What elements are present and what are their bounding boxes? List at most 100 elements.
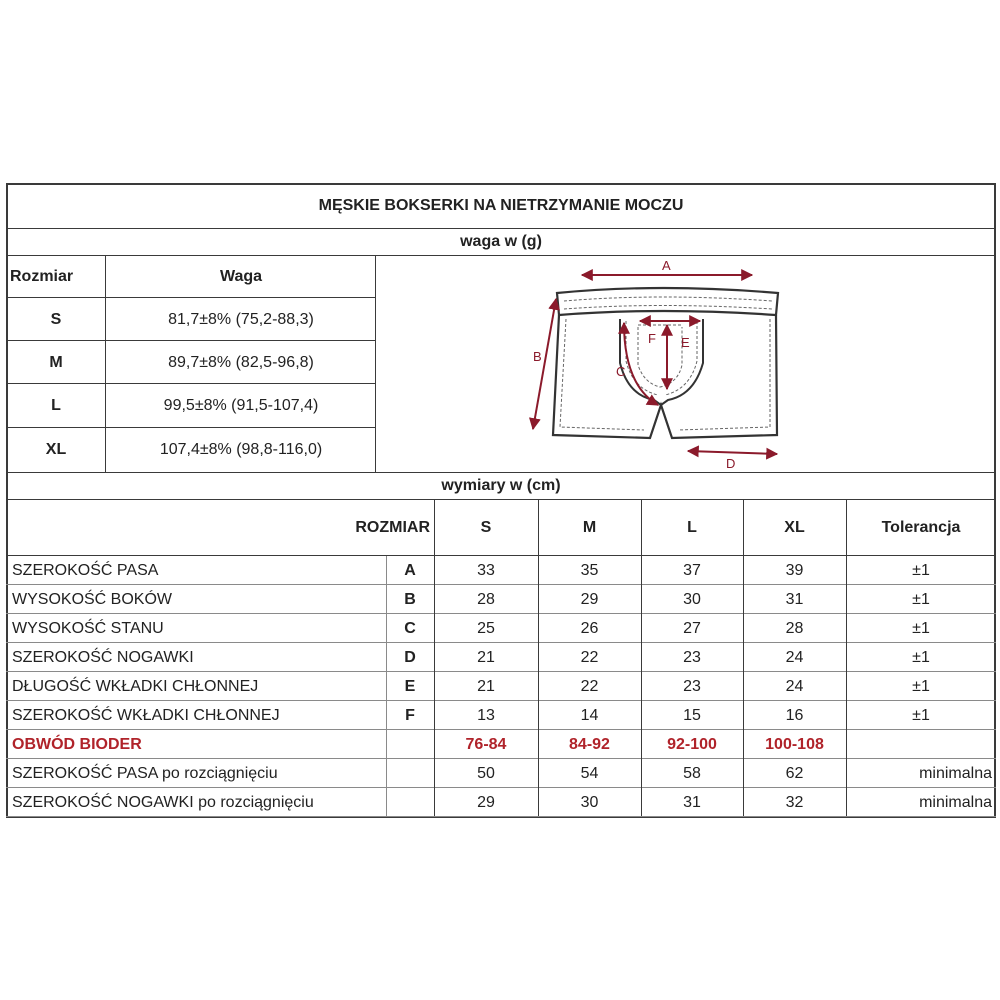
measurement-value: 25: [477, 619, 495, 637]
measurement-code: A: [404, 561, 416, 579]
measurement-value: 84-92: [569, 735, 610, 753]
measurement-value: 27: [683, 619, 701, 637]
measurement-value: 39: [785, 561, 804, 579]
weight-row-divider: [6, 297, 376, 298]
measurement-value: 21: [477, 648, 495, 666]
section-divider: [6, 255, 996, 256]
dimension-row-divider: [6, 787, 996, 788]
size-column-s: S: [480, 519, 492, 536]
dimension-row-divider: [6, 555, 996, 556]
label-e: E: [681, 335, 690, 350]
measurement-value: 22: [580, 648, 599, 666]
measurement-value: 14: [580, 706, 599, 724]
measurement-code: B: [404, 590, 416, 608]
weight-column-header: Waga: [219, 268, 263, 285]
measurement-value: 32: [785, 793, 804, 811]
measurement-value: 30: [683, 590, 701, 608]
measurement-name: SZEROKOŚĆ PASA: [12, 561, 159, 579]
dimension-row-divider: [6, 816, 996, 817]
label-c: C: [616, 364, 625, 379]
weight-value-cell: 107,4±8% (98,8-116,0): [159, 440, 323, 458]
measurement-value: 58: [683, 764, 701, 782]
weight-col-divider: [105, 255, 106, 472]
section-divider: [6, 472, 996, 473]
outer-border-top: [6, 183, 996, 185]
measurement-value: 76-84: [465, 735, 507, 753]
label-b: B: [533, 349, 542, 364]
weight-size-cell: S: [50, 310, 62, 328]
dimension-col-divider: [743, 499, 744, 816]
measurement-name: SZEROKOŚĆ NOGAWKI po rozciągnięciu: [12, 793, 314, 811]
measurement-value: 35: [580, 561, 599, 579]
measurement-value: 37: [683, 561, 701, 579]
measurement-value: 13: [477, 706, 495, 724]
weight-row-divider: [6, 427, 376, 428]
dimension-row-divider: [6, 642, 996, 643]
weight-value-cell: 89,7±8% (82,5-96,8): [168, 353, 314, 371]
dimension-row-divider: [6, 584, 996, 585]
size-column-xl: XL: [784, 519, 805, 536]
dimension-row-divider: [6, 613, 996, 614]
code-col-divider: [386, 556, 387, 816]
tolerance-value: ±1: [912, 677, 930, 695]
measurement-name: SZEROKOŚĆ PASA po rozciągnięciu: [12, 764, 278, 782]
tolerance-value: ±1: [912, 706, 930, 724]
measurement-value: 21: [477, 677, 495, 695]
measurement-value: 28: [477, 590, 495, 608]
boxer-shorts-outline: [551, 286, 780, 440]
table-title: MĘSKIE BOKSERKI NA NIETRZYMANIE MOCZU: [318, 197, 684, 214]
measurement-code: E: [404, 677, 416, 695]
size-column-l: L: [687, 519, 697, 536]
dimension-col-divider: [538, 499, 539, 816]
boxer-measurement-diagram: A B C F E D: [528, 258, 780, 471]
tolerance-value: minimalna: [919, 793, 992, 811]
measurement-value: 50: [477, 764, 495, 782]
measurement-value: 22: [580, 677, 599, 695]
weight-value-cell: 99,5±8% (91,5-107,4): [163, 396, 319, 414]
measurement-code: [386, 730, 434, 759]
size-column-header: ROZMIAR: [355, 519, 430, 536]
measurement-code: [386, 788, 434, 817]
measurement-name: SZEROKOŚĆ WKŁADKI CHŁONNEJ: [12, 706, 280, 724]
weight-section-header: waga w (g): [460, 233, 542, 250]
measurement-value: 24: [785, 677, 804, 695]
measurement-name: OBWÓD BIODER: [12, 735, 142, 753]
section-divider: [6, 228, 996, 229]
dimension-row-divider: [6, 729, 996, 730]
dimension-row-divider: [6, 671, 996, 672]
measurement-name: WYSOKOŚĆ STANU: [12, 619, 164, 637]
measurement-value: 100-108: [765, 735, 824, 753]
weight-size-cell: M: [49, 353, 63, 371]
measurement-code: [386, 759, 434, 788]
weight-col-divider: [375, 255, 376, 472]
size-column-tolerancja: Tolerancja: [881, 519, 961, 536]
measurement-value: 24: [785, 648, 804, 666]
measurement-value: 29: [477, 793, 495, 811]
label-f: F: [648, 331, 656, 346]
measurement-name: SZEROKOŚĆ NOGAWKI: [12, 648, 194, 666]
measurement-code: F: [405, 706, 415, 724]
tolerance-value: ±1: [912, 561, 930, 579]
measurement-name: WYSOKOŚĆ BOKÓW: [12, 590, 173, 608]
dimensions-section-header: wymiary w (cm): [441, 477, 561, 494]
weight-size-cell: XL: [45, 440, 67, 458]
measurement-value: 92-100: [667, 735, 717, 753]
dimension-row-divider: [6, 758, 996, 759]
tolerance-value: [846, 730, 996, 759]
weight-size-column-header: Rozmiar: [10, 268, 74, 285]
measurement-value: 15: [683, 706, 701, 724]
weight-size-cell: L: [51, 396, 61, 414]
tolerance-value: ±1: [912, 590, 930, 608]
section-divider: [6, 499, 996, 500]
outer-border-left: [6, 183, 8, 818]
measurement-value: 30: [580, 793, 599, 811]
measurement-value: 29: [580, 590, 599, 608]
size-column-m: M: [582, 519, 597, 536]
measurement-value: 23: [683, 677, 701, 695]
weight-value-cell: 81,7±8% (75,2-88,3): [168, 310, 314, 328]
measurement-value: 16: [785, 706, 804, 724]
weight-row-divider: [6, 340, 376, 341]
measurement-value: 62: [785, 764, 804, 782]
measurement-value: 31: [785, 590, 804, 608]
measurement-code: D: [404, 648, 416, 666]
